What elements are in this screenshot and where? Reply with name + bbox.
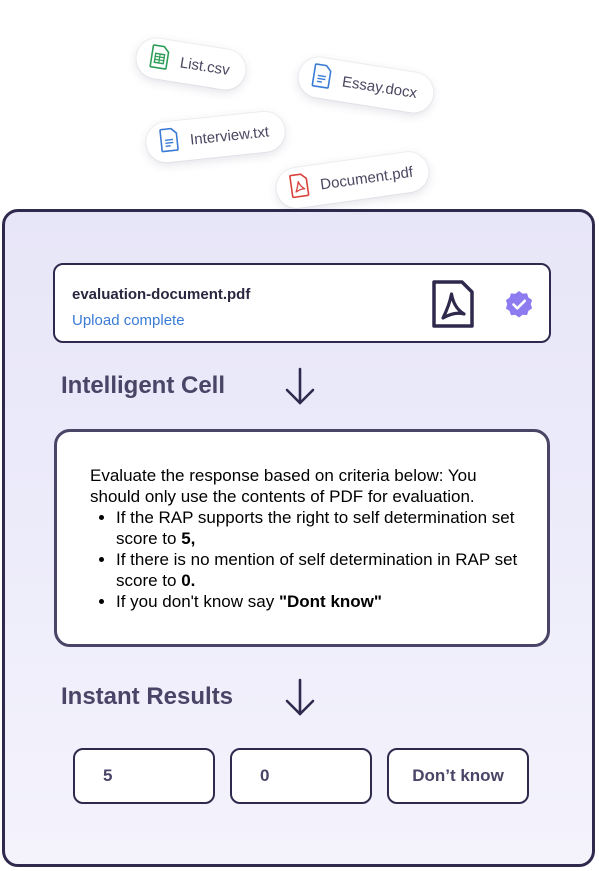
criteria-list: If the RAP supports the right to self de…	[90, 507, 530, 612]
file-chip-list-csv[interactable]: List.csv	[133, 35, 249, 93]
file-chip-document-pdf[interactable]: Document.pdf	[273, 149, 432, 211]
instant-results-title: Instant Results	[61, 683, 234, 710]
upload-card[interactable]: evaluation-document.pdf Upload complete	[53, 263, 551, 343]
main-panel: evaluation-document.pdf Upload complete …	[2, 209, 595, 867]
file-chip-label: Interview.txt	[189, 122, 270, 149]
result-box[interactable]: 0	[230, 748, 372, 804]
upload-filename: evaluation-document.pdf	[72, 286, 251, 303]
prompt-intro: Evaluate the response based on criteria …	[90, 466, 477, 506]
prompt-text: Evaluate the response based on criteria …	[90, 465, 530, 612]
file-chip-label: Document.pdf	[319, 163, 414, 193]
prompt-card[interactable]: Evaluate the response based on criteria …	[54, 429, 550, 647]
criteria-item: If the RAP supports the right to self de…	[116, 507, 530, 549]
criteria-item: If you don't know say "Dont know"	[116, 591, 530, 612]
file-chip-label: List.csv	[178, 53, 231, 79]
upload-status: Upload complete	[72, 312, 185, 329]
file-chip-interview-txt[interactable]: Interview.txt	[144, 109, 287, 165]
criteria-item: If there is no mention of self determina…	[116, 549, 530, 591]
result-box[interactable]: 5	[73, 748, 215, 804]
intelligent-cell-title: Intelligent Cell	[61, 372, 226, 399]
file-chip-essay-docx[interactable]: Essay.docx	[295, 54, 436, 116]
txt-file-icon	[157, 127, 182, 157]
result-value: Don’t know	[412, 766, 504, 785]
arrow-down-icon	[283, 678, 317, 718]
verified-badge-icon	[503, 288, 535, 320]
result-value: 5	[103, 766, 113, 785]
result-box[interactable]: Don’t know	[387, 748, 529, 804]
file-chip-label: Essay.docx	[340, 72, 419, 102]
arrow-down-icon	[283, 367, 317, 407]
csv-file-icon	[146, 43, 172, 74]
docx-file-icon	[308, 62, 334, 93]
result-value: 0	[260, 766, 270, 785]
pdf-icon	[431, 280, 475, 328]
pdf-file-icon	[287, 172, 313, 203]
